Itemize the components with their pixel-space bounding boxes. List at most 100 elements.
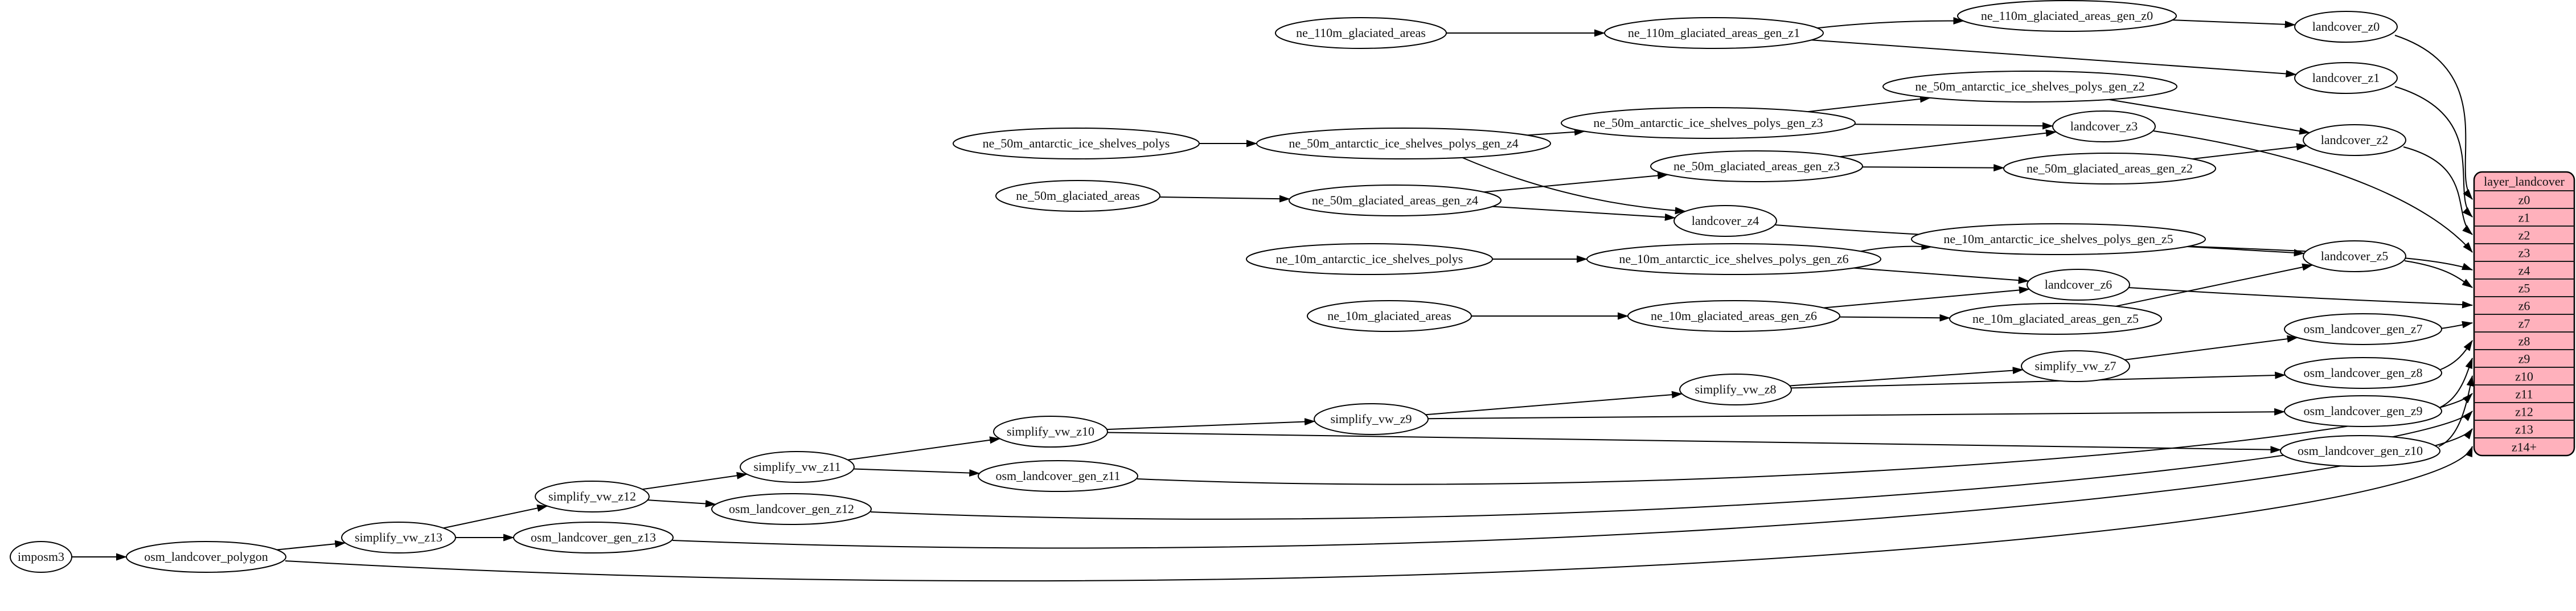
node-simplify_vw_z7: simplify_vw_z7 [2021,350,2130,382]
osm_landcover_gen_z10-ellipse [2280,435,2440,467]
edge-osm_poly-to-row-z14+ [285,446,2473,582]
ne_10m_glaciated_areas_gen_z6-label: ne_10m_glaciated_areas_gen_z6 [1651,309,1817,323]
edge-ne110_g1-to-ne110_g0 [1817,17,1964,29]
edge-ne10_ice_g6-to-ne10_ice_g5 [1860,242,1933,252]
edge-lc_z5-to-row-z5 [2404,260,2473,288]
ne_50m_antarctic_ice_shelves_polys_gen_z3-ellipse [1561,107,1856,139]
layer-table-row-z1: z1 [2518,211,2530,225]
osm_landcover_gen_z12-ellipse [711,493,872,525]
simplify_vw_z12-ellipse [535,481,650,512]
edge-ne50_glac_g3-to-ne50_glac_g2 [1862,164,2005,172]
osm_landcover_gen_z13-label: osm_landcover_gen_z13 [531,530,656,544]
simplify_vw_z13-ellipse [341,522,456,553]
node-ne_50m_glaciated_areas: ne_50m_glaciated_areas [995,180,1160,212]
node-landcover_z0: landcover_z0 [2294,11,2398,43]
osm_landcover_gen_z9-label: osm_landcover_gen_z9 [2304,404,2423,418]
edge-svw9-to-svw8 [1425,391,1683,416]
edge-svw7-to-og7 [2124,335,2298,360]
edge-svw12-to-svw11 [642,471,748,490]
ne_10m_antarctic_ice_shelves_polys_gen_z5-ellipse [1911,223,2206,255]
node-ne_50m_glaciated_areas_gen_z4: ne_50m_glaciated_areas_gen_z4 [1289,184,1502,216]
ne_10m_antarctic_ice_shelves_polys_gen_z6-ellipse [1586,243,1881,275]
layer-table-row-z7: z7 [2518,317,2530,331]
edge-svw9-to-og9 [1428,408,2286,420]
ne_50m_glaciated_areas_gen_z2-label: ne_50m_glaciated_areas_gen_z2 [2027,161,2193,175]
ne_50m_antarctic_ice_shelves_polys_gen_z2-ellipse [1882,71,2177,102]
node-ne_50m_antarctic_ice_shelves_polys_gen_z4: ne_50m_antarctic_ice_shelves_polys_gen_z… [1256,128,1551,159]
node-simplify_vw_z9: simplify_vw_z9 [1314,403,1429,435]
node-osm_landcover_gen_z9: osm_landcover_gen_z9 [2284,395,2442,427]
simplify_vw_z8-label: simplify_vw_z8 [1695,382,1777,396]
ne_10m_glaciated_areas-ellipse [1307,300,1472,332]
ne_110m_glaciated_areas_gen_z1-ellipse [1604,17,1824,49]
simplify_vw_z7-label: simplify_vw_z7 [2035,359,2116,373]
node-osm_landcover_polygon: osm_landcover_polygon [126,541,286,573]
node-simplify_vw_z11: simplify_vw_z11 [740,451,855,483]
edge-svw13-to-svw12 [443,505,548,529]
edge-svw8-to-svw7 [1790,367,2024,387]
node-ne_110m_glaciated_areas_gen_z1: ne_110m_glaciated_areas_gen_z1 [1604,17,1824,49]
landcover_z1-label: landcover_z1 [2312,71,2380,85]
edge-svw10-to-og10 [1107,432,2282,454]
node-osm_landcover_gen_z7: osm_landcover_gen_z7 [2284,313,2442,345]
layer-table-row-z5: z5 [2518,281,2530,296]
layer-table-row-z0: z0 [2518,193,2530,207]
edge-ne50_glac_g4-to-lc_z4 [1492,206,1676,221]
landcover_z6-label: landcover_z6 [2045,277,2113,292]
ne_10m_antarctic_ice_shelves_polys_gen_z6-label: ne_10m_antarctic_ice_shelves_polys_gen_z… [1619,252,1848,266]
osm_landcover_polygon-label: osm_landcover_polygon [144,550,268,564]
edge-ne110_g1-to-lc_z1 [1811,39,2297,77]
landcover_z6-ellipse [2027,269,2130,301]
ne_10m_glaciated_areas_gen_z6-ellipse [1627,300,1840,332]
landcover_z4-label: landcover_z4 [1692,214,1759,228]
node-landcover_z3: landcover_z3 [2052,110,2156,142]
layer-table-row-z10: z10 [2515,370,2533,384]
simplify_vw_z10-ellipse [993,416,1108,448]
edge-og8-to-row-z8 [2440,340,2473,370]
ne_50m_glaciated_areas_gen_z2-ellipse [2003,153,2216,184]
edge-og12-to-row-z12 [870,411,2473,520]
simplify_vw_z9-label: simplify_vw_z9 [1331,412,1412,426]
landcover_z0-label: landcover_z0 [2312,19,2380,34]
edge-lc_z0-to-row-z0 [2394,35,2473,200]
osm_landcover_gen_z10-label: osm_landcover_gen_z10 [2298,444,2423,458]
edge-lc_z1-to-row-z1 [2394,86,2473,218]
edge-ne10_ice_g6-to-lc_z6 [1853,267,2029,284]
node-osm_landcover_gen_z12: osm_landcover_gen_z12 [711,493,872,525]
ne_50m_antarctic_ice_shelves_polys-label: ne_50m_antarctic_ice_shelves_polys [983,136,1170,150]
edge-lc_z6-to-row-z6 [2128,287,2473,309]
ne_50m_glaciated_areas_gen_z3-label: ne_50m_glaciated_areas_gen_z3 [1673,159,1840,173]
node-simplify_vw_z12: simplify_vw_z12 [535,481,650,512]
node-simplify_vw_z8: simplify_vw_z8 [1679,374,1792,405]
layer-table-title: layer_landcover [2484,174,2565,188]
ne_50m_glaciated_areas-label: ne_50m_glaciated_areas [1016,188,1139,203]
landcover_z5-label: landcover_z5 [2321,249,2389,263]
ne_110m_glaciated_areas_gen_z1-label: ne_110m_glaciated_areas_gen_z1 [1628,26,1800,40]
simplify_vw_z12-label: simplify_vw_z12 [548,489,636,503]
ne_50m_antarctic_ice_shelves_polys_gen_z4-label: ne_50m_antarctic_ice_shelves_polys_gen_z… [1289,136,1518,150]
ne_10m_antarctic_ice_shelves_polys_gen_z5-label: ne_10m_antarctic_ice_shelves_polys_gen_z… [1943,232,2173,246]
edge-svw8-to-og8 [1791,371,2286,389]
node-simplify_vw_z13: simplify_vw_z13 [341,522,456,553]
node-ne_110m_glaciated_areas_gen_z0: ne_110m_glaciated_areas_gen_z0 [1957,0,2177,32]
imposm3-ellipse [10,541,72,573]
node-simplify_vw_z10: simplify_vw_z10 [993,416,1108,448]
osm_landcover_gen_z11-label: osm_landcover_gen_z11 [995,469,1120,483]
edge-svw10-to-svw9 [1106,418,1316,430]
edge-ne110_g0-to-lc_z0 [2172,19,2296,28]
node-ne_10m_glaciated_areas_gen_z6: ne_10m_glaciated_areas_gen_z6 [1627,300,1840,332]
landcover_z3-label: landcover_z3 [2070,119,2138,133]
simplify_vw_z11-ellipse [740,451,855,483]
node-ne_10m_antarctic_ice_shelves_polys: ne_10m_antarctic_ice_shelves_polys [1246,243,1493,275]
osm_landcover_gen_z8-ellipse [2284,357,2442,389]
ne_50m_antarctic_ice_shelves_polys_gen_z4-ellipse [1256,128,1551,159]
ne_50m_glaciated_areas_gen_z3-ellipse [1650,150,1863,182]
edge-ne50_ice_g3-to-lc_z3 [1855,122,2054,130]
node-osm_landcover_gen_z11: osm_landcover_gen_z11 [978,460,1138,492]
landcover_z1-ellipse [2294,62,2398,94]
osm_landcover_gen_z13-ellipse [513,522,674,553]
node-ne_10m_antarctic_ice_shelves_polys_gen_z5: ne_10m_antarctic_ice_shelves_polys_gen_z… [1911,223,2206,255]
osm_landcover_gen_z8-label: osm_landcover_gen_z8 [2304,366,2423,380]
